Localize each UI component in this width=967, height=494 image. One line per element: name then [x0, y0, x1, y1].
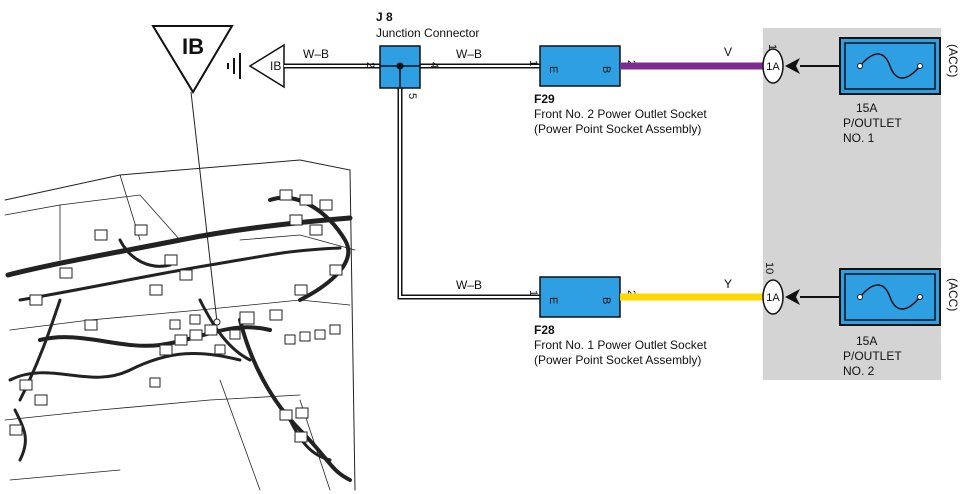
socket-f28-pin-e: 1	[527, 290, 539, 296]
junction-name: Junction Connector	[376, 26, 479, 40]
socket-f28-letter-e: E	[547, 297, 559, 304]
wire-label-wb-top: W–B	[456, 47, 482, 61]
fuse-connector-1	[762, 48, 784, 84]
fuse-1-element-icon	[859, 53, 921, 79]
socket-f29-desc: Front No. 2 Power Outlet Socket	[534, 107, 707, 121]
ground-bars	[227, 53, 241, 79]
socket-f29-pin-e: 1	[527, 60, 539, 66]
fuse-connector-2	[762, 279, 784, 315]
socket-f29-letter-e: E	[547, 66, 559, 73]
junction-pin-left: 2	[364, 62, 376, 68]
fuse-1-acc: (ACC)	[946, 44, 960, 77]
wire-label-wb-left: W–B	[303, 47, 329, 61]
junction-pin-bottom: 5	[406, 93, 418, 99]
fuse-2-acc: (ACC)	[946, 278, 960, 311]
junction-code: J 8	[376, 10, 393, 24]
fuse-pin-10: 10	[763, 262, 775, 274]
dashboard-illustration	[4, 159, 356, 491]
fuse-2-name-2: NO. 2	[843, 364, 875, 378]
ground-leader-line	[190, 91, 218, 323]
fuse-connector-2-label: 1A	[766, 292, 780, 304]
fuse-1-terminal	[785, 58, 800, 74]
junction-splice-dot	[396, 62, 404, 70]
fuse-2-amp: 15A	[856, 334, 877, 348]
fuse-connector-1-label: 1A	[766, 61, 780, 73]
wire-label-wb-bottom: W–B	[456, 278, 482, 292]
ground-symbol	[151, 25, 234, 94]
socket-f29-letter-b: B	[600, 66, 612, 73]
socket-f28-desc-2: (Power Point Socket Assembly)	[534, 353, 701, 367]
fuse-2-terminal	[785, 289, 800, 305]
fuse-1-amp: 15A	[856, 101, 877, 115]
fuse-1-name-2: NO. 1	[843, 131, 875, 145]
fuse-pin-1: 1	[766, 44, 778, 50]
socket-f29-box	[539, 45, 621, 87]
socket-f28-box	[539, 276, 621, 318]
socket-f28-letter-b: B	[600, 297, 612, 304]
ground-symbol-label: IB	[182, 34, 204, 59]
wire-label-y: Y	[724, 277, 732, 291]
socket-f29-desc-2: (Power Point Socket Assembly)	[534, 122, 701, 136]
socket-f29-code: F29	[534, 92, 555, 106]
wire-label-v: V	[724, 45, 732, 59]
socket-f28-code: F28	[534, 323, 555, 337]
junction-pin-right: 4	[428, 62, 440, 68]
fuse-2-name: P/OUTLET	[843, 349, 902, 363]
ib-connector-label: IB	[270, 59, 281, 73]
fuse-2-element-icon	[859, 284, 921, 310]
ground-point	[213, 318, 221, 326]
socket-f28-desc: Front No. 1 Power Outlet Socket	[534, 338, 707, 352]
socket-f28-pin-b: 2	[625, 290, 637, 296]
wire-wb	[284, 63, 540, 300]
fuse-1-name: P/OUTLET	[843, 116, 902, 130]
